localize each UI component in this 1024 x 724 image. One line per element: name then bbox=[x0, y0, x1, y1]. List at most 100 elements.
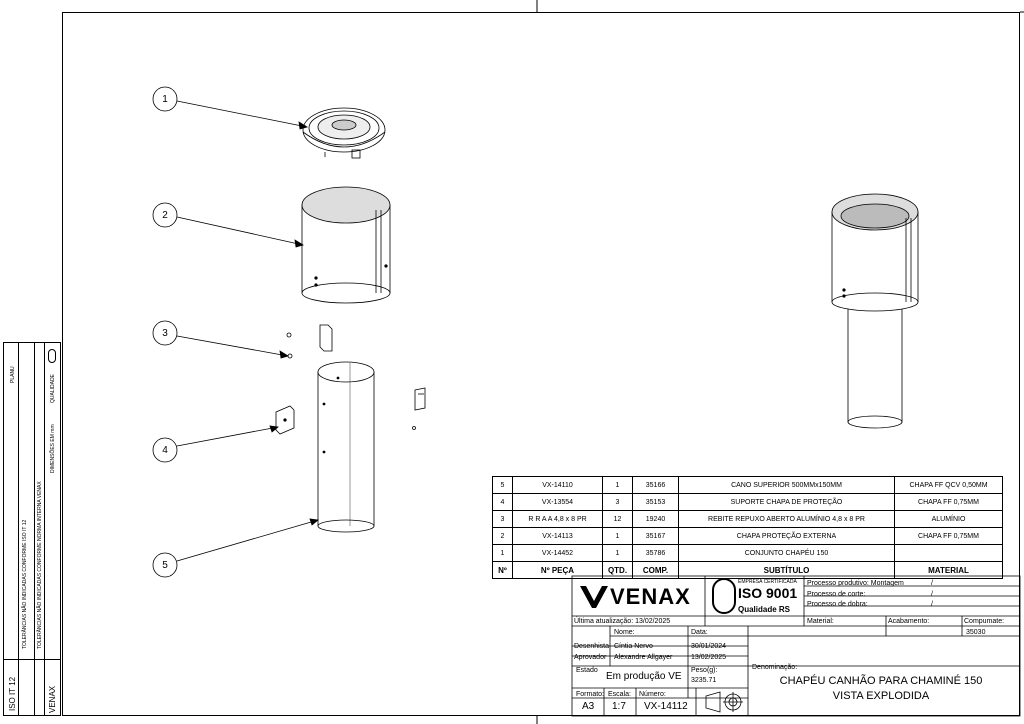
bom-cell-comp: 35167 bbox=[632, 527, 679, 545]
side-tolerancia-2: TOLERÂNCIAS NÃO INDICADAS CONFORME NORMA… bbox=[37, 481, 43, 649]
bom-cell-n: 3 bbox=[492, 510, 513, 528]
bom-cell-n: 2 bbox=[492, 527, 513, 545]
escala-label: Escala: bbox=[608, 691, 631, 698]
compumate-value: 35030 bbox=[966, 629, 986, 636]
side-venax: VENAX bbox=[48, 685, 57, 713]
compumate-label: Compumate: bbox=[964, 618, 1005, 625]
part-support-bracket bbox=[275, 405, 295, 435]
bom-cell-n: 4 bbox=[492, 493, 513, 511]
balloon-3 bbox=[152, 320, 289, 359]
quality-rs: Qualidade RS bbox=[738, 605, 791, 614]
desenhista-label: Desenhista bbox=[574, 643, 610, 650]
slash-2: / bbox=[931, 591, 933, 598]
bom-header-material: MATERIAL bbox=[894, 561, 1003, 579]
balloon-1-label: 1 bbox=[162, 94, 168, 105]
denominacao-label: Denominação: bbox=[752, 664, 798, 671]
venax-brand: VENAX bbox=[610, 584, 691, 609]
bom-cell-subtitle: SUPORTE CHAPA DE PROTEÇÃO bbox=[678, 493, 895, 511]
aprovador-label: Aprovador bbox=[574, 654, 607, 661]
slash-3: / bbox=[931, 601, 933, 608]
acabamento-label: Acabamento: bbox=[888, 618, 930, 625]
balloon-5 bbox=[152, 518, 319, 578]
processo-produtivo: Processo produtivo: Montagem bbox=[807, 580, 904, 587]
bom-cell-material: CHAPA FF QCV 0,50MM bbox=[894, 476, 1003, 494]
bom-cell-part: VX-14110 bbox=[512, 476, 603, 494]
bom-cell-part: VX-13554 bbox=[512, 493, 603, 511]
nome-label: Nome: bbox=[614, 629, 635, 636]
formato-value: A3 bbox=[582, 701, 595, 712]
drawing-subtitle: VISTA EXPLODIDA bbox=[832, 690, 930, 702]
balloon-1 bbox=[152, 86, 308, 130]
bom-cell-comp: 35166 bbox=[632, 476, 679, 494]
iso-9001: ISO 9001 bbox=[738, 585, 798, 601]
venax-logo-mark bbox=[580, 586, 608, 608]
bom-cell-comp: 35786 bbox=[632, 544, 679, 562]
formato-label: Formato: bbox=[576, 691, 605, 698]
bom-cell-part: R R A A 4,8 x 8 PR bbox=[512, 510, 603, 528]
venax-logo bbox=[580, 584, 608, 615]
bom-cell-material: CHAPA FF 0,75MM bbox=[894, 527, 1003, 545]
numero-value: VX-14112 bbox=[644, 701, 688, 712]
bom-header-qty: QTD. bbox=[602, 561, 633, 579]
tolerance-side-block: ISO IT 12 TOLERÂNCIAS NÃO INDICADAS CONF… bbox=[3, 342, 61, 716]
bom-cell-qty: 3 bbox=[602, 493, 633, 511]
estado-label: Estado bbox=[576, 667, 598, 674]
peso-value: 3235.71 bbox=[691, 677, 717, 684]
bom-cell-part: VX-14452 bbox=[512, 544, 603, 562]
iso-badge bbox=[712, 578, 736, 614]
ultima-atualizacao: Última atualização: 13/02/2025 bbox=[574, 618, 671, 625]
peso-label: Peso(g): bbox=[691, 667, 718, 674]
balloon-4-label: 4 bbox=[162, 445, 168, 456]
data-label: Data: bbox=[691, 629, 708, 636]
bom-cell-material bbox=[894, 544, 1003, 562]
side-logo-icon bbox=[48, 349, 56, 363]
drawing-title: CHAPÉU CANHÃO PARA CHAMINÉ 150 bbox=[779, 675, 983, 687]
bom-header-part: Nº PEÇA bbox=[512, 561, 603, 579]
side-qualidade: QUALIDADE bbox=[50, 374, 56, 403]
side-dimensoes: DIMENSÕES EM mm bbox=[50, 424, 56, 473]
side-iso: ISO IT 12 bbox=[8, 676, 17, 711]
side-tolerancia-1: TOLERÂNCIAS NÃO INDICADAS CONFORME ISO I… bbox=[22, 519, 28, 649]
bom-cell-qty: 1 bbox=[602, 476, 633, 494]
slash-1: / bbox=[931, 580, 933, 587]
material-label: Material: bbox=[807, 618, 834, 625]
balloon-2-label: 2 bbox=[162, 210, 168, 221]
cert-top: EMPRESA CERTIFICADA bbox=[738, 579, 797, 585]
bom-cell-comp: 19240 bbox=[632, 510, 679, 528]
bom-cell-subtitle: CANO SUPERIOR 500MMx150MM bbox=[678, 476, 895, 494]
aprovador-name: Alexandre Allgayer bbox=[614, 654, 673, 661]
bom-cell-material: CHAPA FF 0,75MM bbox=[894, 493, 1003, 511]
bom-header-row: Nº Nº PEÇA QTD. COMP. SUBTÍTULO MATERIAL bbox=[492, 561, 1003, 579]
estado-value: Em produção VE bbox=[606, 671, 682, 682]
processo-corte: Processo de corte: bbox=[807, 591, 866, 598]
part-upper-pipe bbox=[317, 361, 375, 533]
numero-label: Número: bbox=[639, 691, 666, 698]
bom-cell-qty: 1 bbox=[602, 527, 633, 545]
part-protection-sleeve bbox=[301, 186, 391, 304]
bom-cell-comp: 35153 bbox=[632, 493, 679, 511]
drawing-frame bbox=[62, 12, 1020, 716]
bom-cell-part: VX-14113 bbox=[512, 527, 603, 545]
part-cap-top bbox=[302, 107, 386, 159]
bom-cell-qty: 1 bbox=[602, 544, 633, 562]
balloon-4 bbox=[152, 425, 279, 463]
bom-cell-n: 5 bbox=[492, 476, 513, 494]
desenhista-name: Cíntia Nervo bbox=[614, 643, 653, 650]
bom-header-n: Nº bbox=[492, 561, 513, 579]
bom-cell-material: ALUMÍNIO bbox=[894, 510, 1003, 528]
assembled-view bbox=[831, 193, 919, 429]
balloon-5-label: 5 bbox=[162, 560, 168, 571]
part-rivets bbox=[286, 324, 426, 430]
balloon-2 bbox=[152, 202, 304, 248]
escala-value: 1:7 bbox=[612, 701, 626, 712]
bom-cell-subtitle: REBITE REPUXO ABERTO ALUMÍNIO 4,8 x 8 PR bbox=[678, 510, 895, 528]
bom-cell-qty: 12 bbox=[602, 510, 633, 528]
bom-cell-n: 1 bbox=[492, 544, 513, 562]
